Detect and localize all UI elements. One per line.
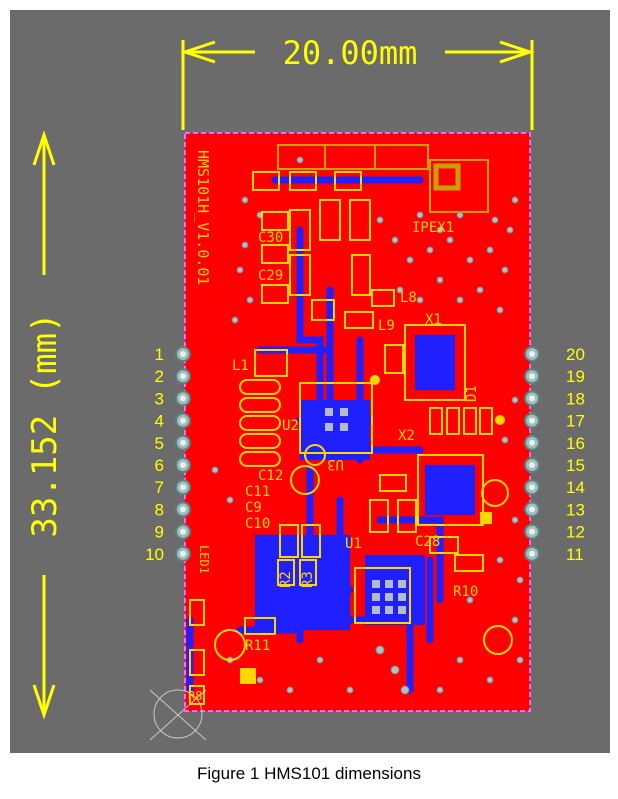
right-pin-label-14: 14	[566, 478, 585, 497]
right-pad-hole-19	[529, 373, 535, 380]
left-pin-label-6: 6	[155, 456, 164, 475]
left-pad-hole-5	[180, 439, 186, 446]
left-edge-pads	[175, 346, 191, 562]
width-label: 20.00mm	[283, 34, 418, 72]
left-pin-labels: 1 2 3 4 5 6 7 8 9 10	[145, 345, 164, 564]
chip-pads	[240, 335, 492, 684]
left-pad-hole-6	[180, 462, 186, 468]
left-pad-hole-1	[180, 351, 186, 357]
right-pin-label-17: 17	[566, 412, 585, 431]
left-pin-label-5: 5	[155, 434, 164, 453]
silk-l1: L1	[232, 358, 249, 374]
silk-x2: X2	[398, 428, 415, 444]
silk-r2: R2	[278, 571, 294, 588]
left-pin-label-4: 4	[155, 412, 164, 431]
silk-u1: U1	[345, 536, 362, 552]
silk-c9: C9	[245, 500, 262, 516]
vias	[211, 156, 524, 695]
right-pad-hole-20	[529, 351, 535, 357]
silk-led1: LED1	[197, 545, 211, 574]
left-pin-label-8: 8	[155, 500, 164, 519]
left-pad-hole-9	[180, 528, 186, 535]
silk-r10: R10	[453, 584, 478, 600]
right-pad-hole-11	[529, 550, 535, 557]
left-pad-hole-3	[180, 395, 186, 402]
right-pad-hole-18	[529, 395, 535, 402]
right-pin-labels: 20 19 18 17 16 15 14 13 12 11	[566, 345, 585, 564]
silk-d1: D1	[464, 385, 480, 402]
right-pin-label-16: 16	[566, 434, 585, 453]
silk-r8: R8	[188, 689, 202, 703]
silk-c29: C29	[258, 268, 283, 284]
ground-pour	[255, 400, 425, 630]
left-pin-label-2: 2	[155, 367, 164, 386]
right-pin-label-19: 19	[566, 367, 585, 386]
left-pin-label-7: 7	[155, 478, 164, 497]
right-pin-label-12: 12	[566, 523, 585, 542]
right-pin-label-20: 20	[566, 345, 585, 364]
silk-u3: U3	[327, 456, 344, 472]
silk-c30: C30	[258, 230, 283, 246]
right-pin-label-11: 11	[566, 545, 584, 564]
figure-caption: Figure 1 HMS101 dimensions	[197, 764, 421, 783]
silk-c12: C12	[258, 468, 283, 484]
silk-l9: L9	[378, 318, 395, 334]
width-dimension	[180, 40, 535, 130]
right-edge-pads	[524, 346, 540, 562]
left-pad-hole-2	[180, 373, 186, 380]
fiducial-marker	[149, 689, 207, 741]
right-pad-hole-17	[529, 417, 535, 424]
silk-c28: C28	[415, 534, 440, 550]
left-pin-label-1: 1	[155, 345, 164, 364]
left-pin-label-10: 10	[145, 545, 164, 564]
silk-r3: R3	[300, 571, 316, 588]
silk-c10: C10	[245, 516, 270, 532]
silk-l8: L8	[400, 290, 417, 306]
height-dimension	[32, 130, 56, 720]
silk-board-name: HMS101H_V1.0.01	[194, 150, 212, 285]
right-pin-label-15: 15	[566, 456, 585, 475]
silk-x1: X1	[425, 312, 442, 328]
right-pad-hole-16	[529, 439, 535, 446]
left-pad-hole-10	[180, 550, 186, 557]
left-pin-label-9: 9	[155, 523, 164, 542]
silk-c11: C11	[245, 484, 270, 500]
right-pin-label-18: 18	[566, 389, 585, 408]
right-pad-hole-14	[529, 484, 535, 491]
silk-u2: U2	[282, 418, 299, 434]
silkscreen-labels: HMS101H_V1.0.01 IPEX1 C30 C29 L8 L9 X1 L…	[188, 150, 480, 703]
left-pin-label-3: 3	[155, 389, 164, 408]
right-pad-hole-15	[529, 462, 535, 468]
left-pad-hole-4	[180, 417, 186, 424]
right-pad-hole-13	[529, 506, 535, 513]
silk-ipex: IPEX1	[412, 220, 454, 236]
left-pad-hole-7	[180, 484, 186, 491]
component-outlines	[189, 171, 513, 705]
left-pad-hole-8	[180, 506, 186, 513]
height-label: 33.152 (mm)	[25, 312, 65, 537]
right-pad-hole-12	[529, 528, 535, 535]
right-pin-label-13: 13	[566, 500, 585, 519]
silk-r11: R11	[245, 638, 270, 654]
